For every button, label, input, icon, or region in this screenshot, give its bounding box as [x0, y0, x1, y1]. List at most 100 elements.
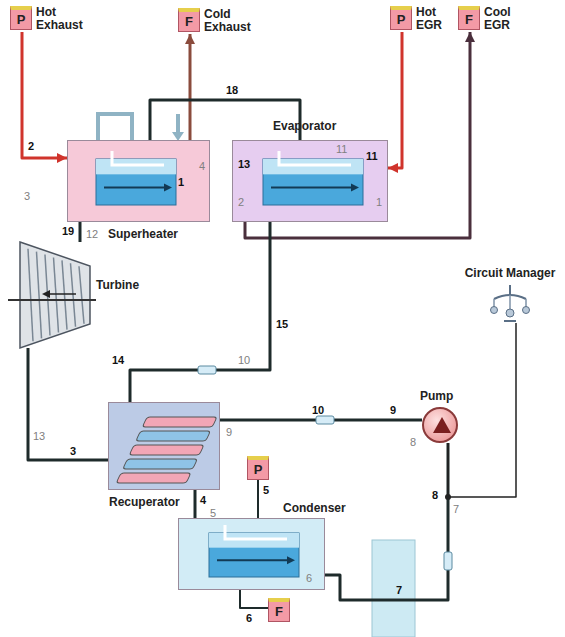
arrow-head	[57, 153, 67, 163]
illustration-shape	[287, 556, 295, 564]
boundary-letter: F	[458, 6, 480, 30]
pipe-connector	[185, 34, 195, 140]
callout-number: 12	[86, 228, 98, 241]
callout-number: 13	[33, 430, 45, 443]
pipe-connector	[22, 32, 67, 163]
boundary-letter: P	[10, 6, 32, 30]
pipe-connector	[130, 222, 270, 402]
pressure-boundary: P	[247, 456, 269, 480]
illustration-shape	[112, 151, 164, 165]
callout-number: 13	[238, 158, 250, 171]
recuperator-box: Recuperator	[108, 402, 220, 490]
illustration-shape	[96, 159, 176, 174]
callout-number: 14	[112, 354, 124, 367]
callout-number: 11	[366, 150, 378, 163]
illustration-shape	[217, 559, 289, 561]
callout-number: 4	[199, 160, 205, 173]
arrow-head	[465, 32, 475, 42]
illustration-shape	[142, 417, 217, 427]
illustration-shape	[225, 525, 287, 539]
component-illustration	[109, 403, 221, 491]
callout-number: 6	[306, 572, 312, 585]
pipe-connector	[240, 590, 268, 608]
component-illustration	[179, 519, 326, 591]
boundary-letter: F	[178, 8, 200, 32]
callout-number: 15	[276, 318, 288, 331]
callout-number: 2	[28, 140, 34, 153]
illustration-shape	[351, 184, 359, 192]
flow-boundary: FCold Exhaust	[178, 8, 251, 34]
callout-number: 2	[238, 196, 244, 209]
circuit-manager: Circuit Manager	[460, 266, 560, 323]
illustration-shape	[491, 307, 498, 314]
pipe-line	[28, 348, 108, 460]
component-title: Recuperator	[109, 495, 180, 509]
bypass-loop	[98, 114, 132, 140]
pressure-boundary: PHot EGR	[390, 6, 442, 32]
component-title: Condenser	[283, 501, 346, 515]
component-title: Evaporator	[273, 119, 336, 133]
callout-number: 6	[246, 612, 252, 625]
illustration-shape	[271, 187, 353, 189]
component-title: Turbine	[96, 278, 139, 292]
pipe-line	[240, 590, 268, 608]
illustration-shape	[433, 417, 451, 433]
boundary-label: Cold Exhaust	[204, 8, 251, 34]
junction-dot	[445, 494, 451, 500]
illustration-shape	[104, 187, 166, 189]
callout-number: 9	[390, 404, 396, 417]
pipe-line	[448, 323, 516, 497]
component-illustration	[20, 242, 90, 348]
arrow-head	[185, 34, 195, 44]
coolant-tank	[372, 540, 415, 637]
component-title: Superheater	[108, 227, 178, 241]
callout-number: 1	[376, 196, 382, 209]
valve	[316, 416, 334, 424]
valve	[198, 366, 216, 374]
component-illustration	[424, 409, 460, 445]
boundary-letter: F	[268, 598, 290, 622]
evaporator-box: Evaporator	[232, 140, 388, 222]
boundary-label: Hot EGR	[416, 6, 442, 32]
turbine-blade	[79, 266, 84, 324]
condenser-box: Condenser	[178, 518, 325, 590]
pipe-connector	[388, 32, 402, 173]
turbine-blade	[54, 257, 59, 332]
pipe-line	[257, 480, 259, 518]
boundary-label: Cool EGR	[484, 6, 511, 32]
illustration-shape	[164, 184, 172, 192]
illustration-shape	[494, 295, 526, 309]
callout-number: 7	[453, 503, 459, 516]
pipe-line	[189, 34, 192, 140]
turbine-blade	[71, 263, 76, 326]
flow-boundary: F	[268, 598, 290, 622]
turbine-symbol: Turbine	[20, 242, 90, 348]
callout-number: 11	[336, 143, 347, 156]
callout-number: 3	[70, 445, 76, 458]
pipe-line	[388, 32, 402, 168]
pipe-line	[22, 32, 67, 158]
pipe-line	[130, 222, 270, 402]
superheater-box: Superheater	[67, 140, 210, 222]
flow-boundary: FCool EGR	[458, 6, 511, 32]
pipe-line	[325, 443, 448, 600]
component-illustration	[233, 141, 389, 223]
callout-number: 7	[396, 584, 402, 597]
illustration-shape	[123, 459, 198, 469]
pipe-connector	[325, 443, 448, 600]
valve	[444, 552, 452, 570]
illustration-shape	[504, 320, 516, 322]
pipe-line	[79, 222, 82, 242]
callout-number: 8	[432, 489, 438, 502]
boundary-label: Hot Exhaust	[36, 6, 83, 32]
callout-number: 4	[200, 494, 206, 507]
callout-number: 5	[210, 507, 216, 520]
arrow-head	[388, 163, 398, 173]
turbine-blade	[28, 249, 33, 342]
circuit-manager-icon	[488, 283, 532, 323]
boundary-letter: P	[247, 456, 269, 480]
illustration-shape	[523, 307, 530, 314]
bypass-pipe	[176, 114, 180, 134]
callout-number: 10	[238, 354, 250, 367]
pipe-connector	[28, 348, 108, 460]
